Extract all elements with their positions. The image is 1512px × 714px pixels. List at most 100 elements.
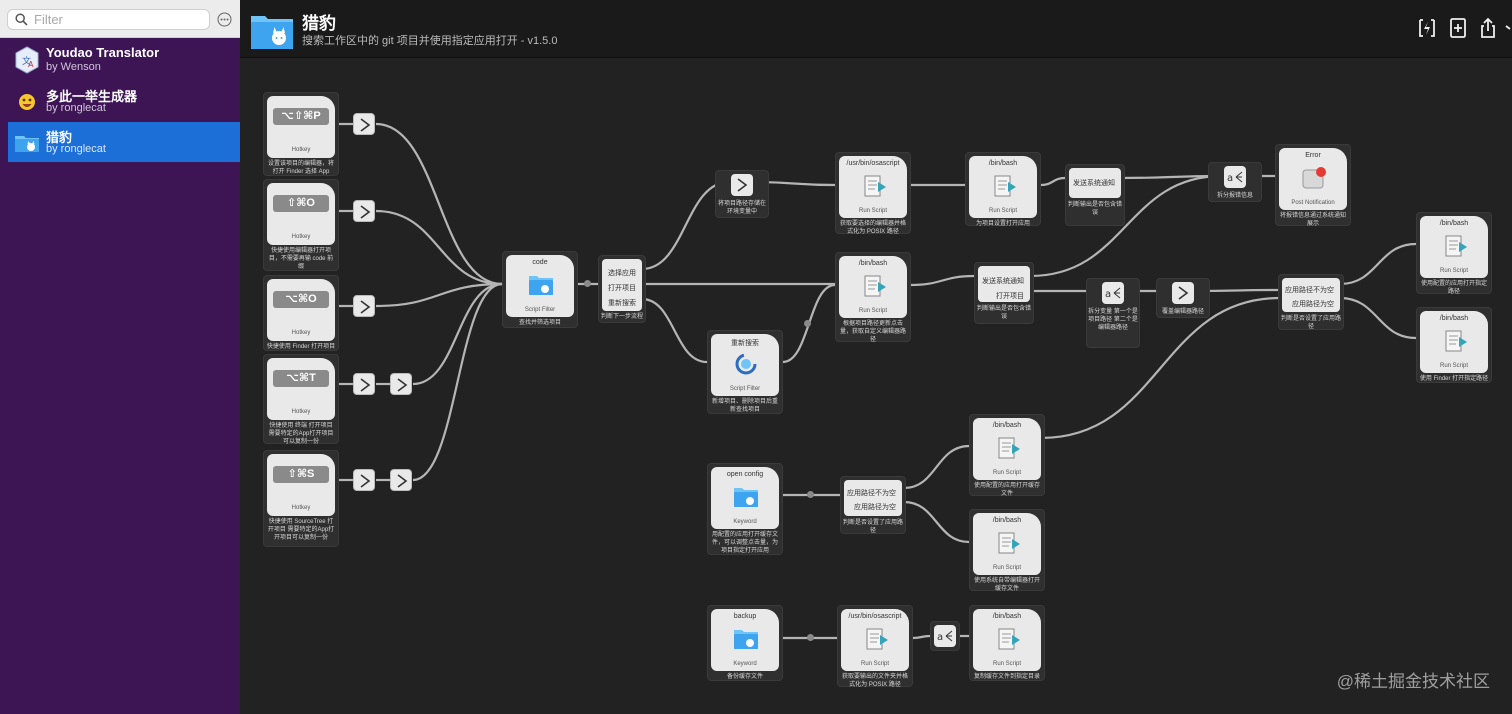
connection-wire <box>1040 176 1066 187</box>
node-description: 新增项目、删除项目后重新查找项目 <box>711 399 778 413</box>
notification-node-error[interactable]: Error Post Notification 将报错信息通过系统通知展示 <box>1275 144 1351 227</box>
node-type: Run Script <box>992 565 1021 571</box>
run-script-node-osa1[interactable]: /usr/bin/osascript Run Script 获取要选择的编辑器并… <box>835 152 911 235</box>
node-title: /bin/bash <box>988 160 1018 167</box>
node-type: Run Script <box>1439 268 1468 274</box>
run-script-node-r2[interactable]: /bin/bash Run Script 使用 Finder 打开指定路径 <box>1416 307 1492 383</box>
more-options-icon[interactable] <box>217 12 232 27</box>
split-node-var[interactable]: a 拆分变量 第一个是项目路径 第二个是编辑器路径 <box>1086 278 1140 348</box>
overflow-icon[interactable] <box>1504 17 1512 39</box>
arrow-node[interactable] <box>353 295 375 317</box>
node-type: Run Script <box>860 661 889 667</box>
arrow-node[interactable] <box>390 469 412 491</box>
workflow-author: by ronglecat <box>46 143 106 155</box>
node-title: /bin/bash <box>1439 220 1469 227</box>
chevron-right-icon <box>360 118 371 132</box>
run-script-node-bash3[interactable]: /bin/bash Run Script 复制缓存文件到指定目录 <box>969 605 1045 681</box>
run-script-node-osa2[interactable]: /usr/bin/osascript Run Script 获取要输出的文件夹并… <box>837 605 913 688</box>
folder-cat-icon <box>734 488 758 507</box>
node-title: /usr/bin/osascript <box>846 160 900 167</box>
script-doc-icon <box>866 628 888 650</box>
arrow-node[interactable] <box>353 200 375 222</box>
node-card: /usr/bin/osascript Run Script <box>841 609 909 671</box>
script-filter-node-research[interactable]: 重新搜索 Script Filter 新增项目、删除项目后重新查找项目 <box>707 330 783 414</box>
workflow-item-generator[interactable]: 多此一举生成器 by ronglecat <box>8 81 240 121</box>
condition-output: 应用路径为空 <box>1292 301 1334 308</box>
conditional-apppath[interactable]: 应用路径不为空 应用路径为空 判断是否设置了应用路径 <box>1278 274 1344 330</box>
svg-text:a: a <box>1105 289 1111 300</box>
arrow-box <box>731 174 753 196</box>
connection-wire <box>903 500 970 544</box>
node-description: 判断是否设置了应用路径 <box>842 520 903 534</box>
folder-cat-icon <box>251 16 293 49</box>
run-script-node-m2[interactable]: /bin/bash Run Script 使用系统自带编辑器打开缓存文件 <box>969 509 1045 592</box>
run-script-node-bash2[interactable]: /bin/bash Run Script 根据项目路径更新点击量，获取自定义编辑… <box>835 252 911 343</box>
node-description: 使用系统自带编辑器打开缓存文件 <box>973 578 1040 592</box>
arg-vars-node-override[interactable]: 覆盖编辑器路径 <box>1156 278 1210 318</box>
node-type: Hotkey <box>291 409 311 415</box>
run-script-node-m1[interactable]: /bin/bash Run Script 使用配置的应用打开缓存文件 <box>969 414 1045 497</box>
node-description: 备份缓存文件 <box>726 674 763 680</box>
add-object-icon[interactable] <box>1449 17 1467 39</box>
node-description: 用配置的应用打开缓存文件，可以调整点击量，为项目指定打开应用 <box>711 532 778 554</box>
search-icon <box>15 13 28 26</box>
search-input[interactable] <box>34 11 204 28</box>
script-doc-icon <box>1445 330 1467 352</box>
conditional-apppath2[interactable]: 应用路径不为空 应用路径为空 判断是否设置了应用路径 <box>840 476 906 534</box>
arrow-node[interactable] <box>390 373 412 395</box>
workflow-item-cheetah[interactable]: 猎豹 by ronglecat <box>8 122 240 162</box>
node-title: /bin/bash <box>992 613 1022 620</box>
arrow-node[interactable] <box>353 113 375 135</box>
node-type: Script Filter <box>729 386 761 392</box>
emoji-face-icon <box>19 94 35 110</box>
conditional-notify1[interactable]: 发送系统通知 判断输出是否包含错误 <box>1065 164 1125 226</box>
condition-output: 打开项目 <box>996 293 1024 300</box>
split-node-info[interactable]: a 拆分报错信息 <box>1208 162 1262 202</box>
node-description: 拆分报错信息 <box>1216 193 1253 199</box>
split-box: a <box>1224 166 1246 188</box>
condition-box: 选择应用 打开项目 重新搜索 <box>602 259 642 311</box>
node-card: Error Post Notification <box>1279 148 1347 210</box>
svg-text:A: A <box>28 60 34 69</box>
node-description: 为项目设置打开应用 <box>975 221 1030 227</box>
run-script-node-r1[interactable]: /bin/bash Run Script 使用配置的应用打开指定路径 <box>1416 212 1492 295</box>
conditional-judge[interactable]: 选择应用 打开项目 重新搜索 判断下一步流程 <box>598 255 646 323</box>
keyword-node-backup[interactable]: backup Keyword 备份缓存文件 <box>707 605 783 681</box>
chevron-right-icon <box>397 378 408 392</box>
arrow-box <box>1172 282 1194 304</box>
node-description: 快捷使用 SourceTree 打开项目 需要特定的App打开项目可以复制一份 <box>267 519 335 541</box>
debug-icon[interactable] <box>1417 17 1437 39</box>
split-node-backup[interactable]: a <box>930 621 960 651</box>
workflow-author: by ronglecat <box>46 102 106 114</box>
svg-text:a: a <box>1227 173 1233 184</box>
arrow-node[interactable] <box>353 469 375 491</box>
node-card: /bin/bash Run Script <box>973 418 1041 480</box>
node-card: /bin/bash Run Script <box>1420 216 1488 278</box>
connection-wire <box>641 297 708 364</box>
conditional-notify2[interactable]: 发送系统通知 打开项目 判断输出是否包含错误 <box>974 262 1034 324</box>
node-type: Hotkey <box>291 147 311 153</box>
node-description: 获取要输出的文件夹并格式化为 POSIX 路径 <box>841 674 908 688</box>
run-script-node-bash1[interactable]: /bin/bash Run Script 为项目设置打开应用 <box>965 152 1041 227</box>
arg-vars-node[interactable]: 将项目路径存储在环境变量中 <box>715 170 769 218</box>
workflow-name: 多此一举生成器 <box>46 89 138 104</box>
script-doc-icon <box>998 532 1020 554</box>
workflow-name: 猎豹 <box>46 130 73 145</box>
search-box[interactable] <box>7 9 210 30</box>
junction-dot <box>584 280 591 287</box>
script-filter-node-code[interactable]: code Script Filter 查找并筛选项目 <box>502 251 578 328</box>
keyword-node-openconfig[interactable]: open config Keyword 用配置的应用打开缓存文件，可以调整点击量… <box>707 463 783 555</box>
page-title: 猎豹 <box>302 14 336 33</box>
script-doc-icon <box>998 437 1020 459</box>
share-icon[interactable] <box>1479 17 1497 39</box>
arrow-node[interactable] <box>353 373 375 395</box>
